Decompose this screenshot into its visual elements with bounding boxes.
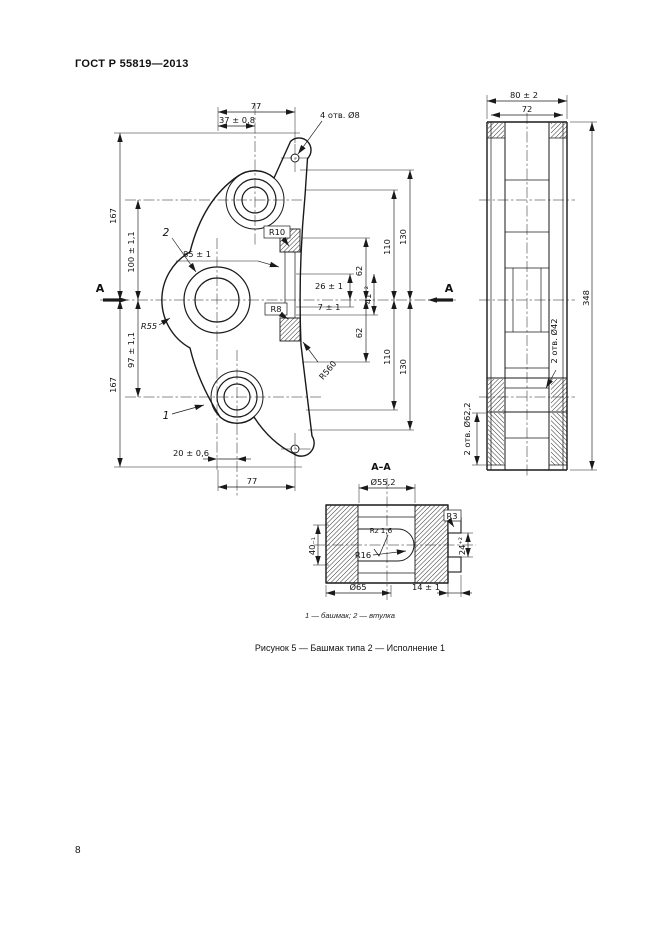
dim-62-top: 62 [354, 266, 364, 277]
dim-r16: R16 [355, 550, 371, 560]
section-centerlines [314, 478, 476, 601]
document-header: ГОСТ Р 55819—2013 [75, 58, 189, 70]
note-2-holes-d62: 2 отв. Ø62,2 [462, 403, 472, 456]
side-centerlines [479, 113, 575, 478]
dim-130-top: 130 [398, 229, 408, 245]
dim-80: 80 ± 2 [510, 90, 538, 100]
page-number: 8 [75, 845, 81, 856]
dim-77-top: 77 [251, 101, 262, 111]
dim-348: 348 [581, 290, 591, 306]
dim-14: 14 ± 1 [412, 582, 440, 592]
dim-72: 72 [522, 104, 533, 114]
dim-41: 41⁺² [363, 286, 373, 304]
dim-d55: Ø55,2 [370, 477, 395, 487]
section-hatch-left [325, 504, 359, 584]
boss-bottom [279, 317, 301, 342]
dim-62-bot: 62 [354, 328, 364, 339]
dim-40: 40₋₁ [307, 537, 317, 555]
side-dimensions: 80 ± 2 72 348 2 отв. Ø42 2 отв. Ø62,2 [462, 90, 597, 471]
part-label-2: 2 [163, 227, 170, 239]
section-letter-left: А [96, 282, 105, 295]
section-cut-marks: А А [96, 282, 454, 303]
dim-110-top: 110 [382, 239, 392, 255]
figure-caption: Рисунок 5 — Башмак типа 2 — Исполнение 1 [254, 643, 446, 653]
dim-37: 37 ± 0,8 [219, 115, 255, 125]
side-hatch-bot-right [551, 413, 567, 465]
dim-20: 20 ± 0,6 [173, 448, 209, 458]
side-hatch-mid-left [488, 379, 504, 411]
front-outline [161, 137, 315, 457]
dim-rz: Rz 1,6 [370, 526, 393, 535]
note-4-holes: 4 отв. Ø8 [320, 110, 360, 120]
dim-r8: R8 [270, 304, 281, 314]
figure-legend: 1 — башмак; 2 — втулка [305, 611, 395, 620]
section-dimensions: Ø55,2 R3 Rz 1,6 R16 40₋₁ 24⁺² Ø65 14 ± [307, 477, 473, 597]
note-2-holes-d42: 2 отв. Ø42 [549, 318, 559, 363]
tab-bottom [447, 556, 462, 573]
roughness-mark [373, 534, 389, 557]
r10-frame [263, 225, 291, 239]
side-view [479, 113, 575, 478]
side-hatch-top-left [488, 123, 504, 138]
dim-100: 100 ± 1,1 [126, 231, 136, 272]
dim-26: 26 ± 1 [315, 281, 343, 291]
section-letter-right: А [445, 282, 454, 295]
section-hatch-right [414, 504, 449, 584]
dim-r3: R3 [446, 511, 457, 521]
dim-167-top: 167 [108, 208, 118, 224]
dim-167-bot: 167 [108, 377, 118, 393]
dim-85: 85 ± 1 [183, 249, 211, 259]
section-title: А–А [371, 462, 391, 473]
front-dimensions: 77 37 ± 0,8 4 отв. Ø8 167 100 ± 1,1 97 ±… [108, 101, 414, 491]
side-hatch-bot-left [488, 413, 504, 465]
dim-r55: R55 [141, 321, 157, 331]
dim-110-bot: 110 [382, 349, 392, 365]
front-extension-lines [114, 107, 414, 491]
dim-d65: Ø65 [349, 582, 366, 592]
dim-130-bot: 130 [398, 359, 408, 375]
dim-77-bot: 77 [247, 476, 258, 486]
side-hatch-mid-right [551, 379, 567, 411]
dim-97: 97 ± 1,1 [126, 332, 136, 368]
side-hatch-top-right [551, 123, 567, 138]
front-view: А А [96, 104, 456, 496]
dim-r10: R10 [269, 227, 285, 237]
dim-7: 7 ± 1 [318, 302, 341, 312]
dim-24: 24⁺² [457, 537, 467, 555]
part-label-1: 1 [163, 410, 170, 422]
